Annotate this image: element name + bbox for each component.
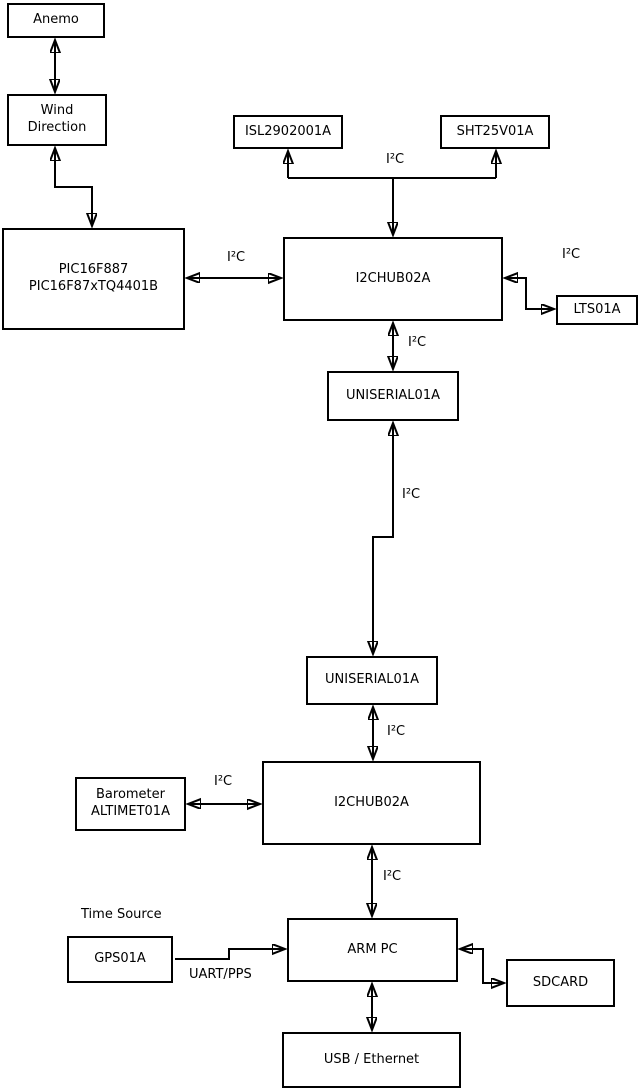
node-hub1-label: I2CHUB02A	[355, 270, 431, 286]
node-pic-line1: PIC16F887	[58, 262, 129, 278]
node-pic16f887: PIC16F887 PIC16F87xTQ4401B	[2, 228, 185, 330]
connector-hub1-lts-i2c	[505, 278, 554, 309]
node-sdcard-label: SDCARD	[532, 974, 589, 990]
node-lts01a: LTS01A	[556, 295, 638, 325]
label-i2c-pic-hub1: I²C	[227, 250, 246, 265]
label-i2c-barometer-hub2: I²C	[214, 774, 233, 789]
connector-uniserial1-uniserial2-i2c	[373, 423, 393, 654]
node-wind-line2: Direction	[27, 120, 87, 135]
label-uart-pps: UART/PPS	[189, 967, 252, 982]
node-gps-label: GPS01A	[94, 951, 146, 967]
node-barometer-line1: Barometer	[96, 787, 165, 803]
node-isl2902001a: ISL2902001A	[233, 115, 343, 149]
connector-armpc-sdcard	[460, 949, 504, 983]
node-arm-pc: ARM PC	[287, 918, 458, 982]
label-i2c-hub1-uniserial1: I²C	[408, 335, 427, 350]
node-usb-label: USB / Ethernet	[323, 1051, 420, 1067]
node-barometer-line2: ALTIMET01A	[91, 804, 170, 819]
node-anemo: Anemo	[7, 3, 105, 38]
label-i2c-uniserial-link: I²C	[402, 487, 421, 502]
node-isl-label: ISL2902001A	[244, 123, 332, 139]
node-wind-direction: Wind Direction	[7, 94, 107, 146]
node-hub2-label: I2CHUB02A	[334, 794, 409, 810]
node-anemo-label: Anemo	[33, 12, 79, 28]
node-sdcard: SDCARD	[506, 959, 615, 1007]
label-time-source: Time Source	[81, 907, 162, 922]
node-wind-line1: Wind	[40, 103, 74, 119]
node-usb-ethernet: USB / Ethernet	[282, 1032, 461, 1088]
node-barometer-altimet01a: Barometer ALTIMET01A	[75, 777, 186, 831]
node-uniserial2-label: UNISERIAL01A	[325, 672, 419, 688]
node-uniserial01a-1: UNISERIAL01A	[327, 371, 459, 421]
node-uniserial1-label: UNISERIAL01A	[346, 387, 440, 403]
node-i2chub02a-1: I2CHUB02A	[283, 237, 503, 321]
connector-wind-pic	[55, 148, 92, 226]
node-uniserial01a-2: UNISERIAL01A	[306, 656, 438, 705]
node-lts-label: LTS01A	[573, 301, 621, 317]
node-i2chub02a-2: I2CHUB02A	[262, 761, 481, 845]
node-armpc-label: ARM PC	[347, 941, 398, 957]
node-sht-label: SHT25V01A	[456, 123, 534, 139]
node-sht25v01a: SHT25V01A	[440, 115, 550, 149]
connector-gps-armpc-uart	[175, 949, 285, 960]
node-pic-line2: PIC16F87xTQ4401B	[28, 279, 159, 294]
label-i2c-top-bus: I²C	[386, 152, 405, 167]
node-gps01a: GPS01A	[67, 936, 173, 983]
label-i2c-hub2-armpc: I²C	[383, 869, 402, 884]
label-i2c-uniserial2-hub2: I²C	[387, 724, 406, 739]
label-i2c-hub1-lts: I²C	[562, 247, 581, 262]
